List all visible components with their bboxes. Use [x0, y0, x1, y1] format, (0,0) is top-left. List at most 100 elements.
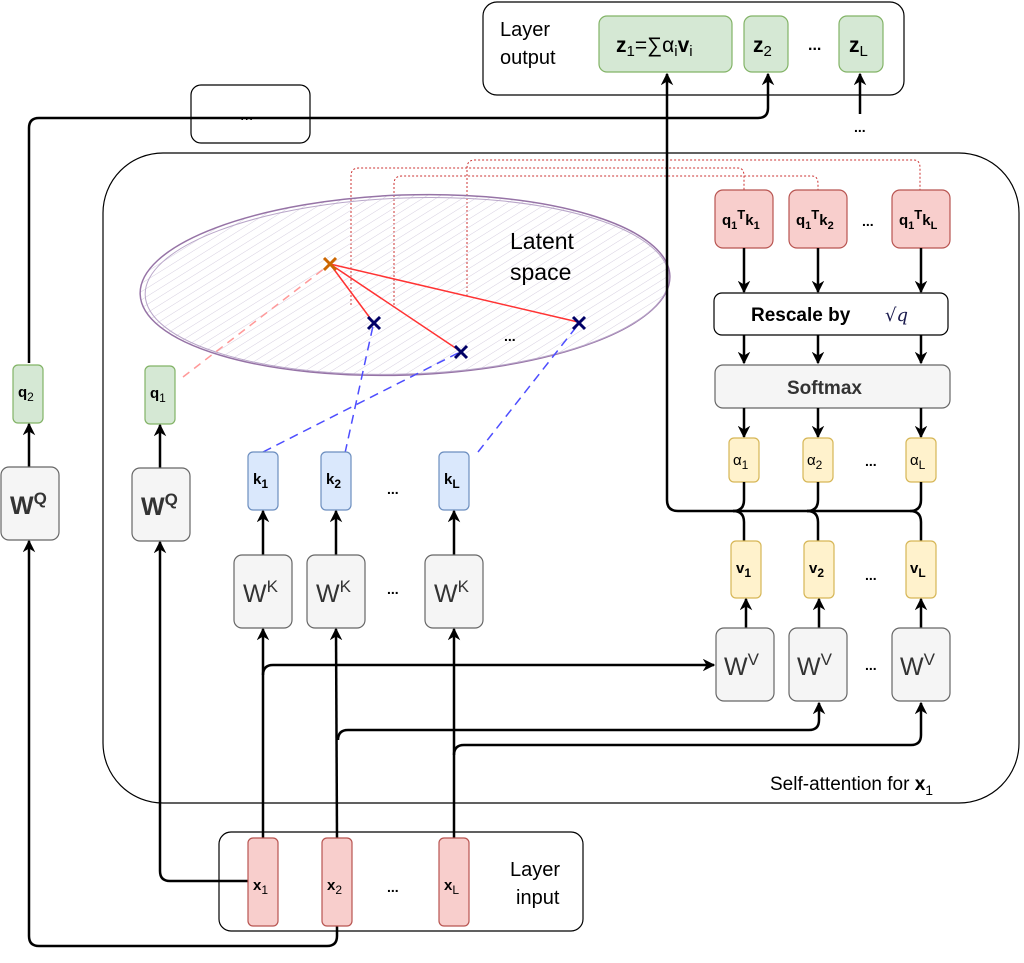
score-box-L: q1TkL	[891, 189, 951, 249]
layer-input-label: Layer	[510, 859, 560, 881]
latent-space-label-2: space	[510, 259, 571, 285]
x1-to-wq-inner-arrow	[153, 540, 250, 883]
z1-box	[598, 15, 733, 73]
svg-text:α1: α1	[733, 452, 749, 472]
score2-dotted-link	[350, 167, 745, 305]
k2-projection-dash	[344, 325, 374, 454]
weighted-sum-bus	[660, 72, 923, 513]
rescale-box	[713, 292, 949, 336]
alpha-box-L: αL	[905, 437, 937, 483]
svg-text:x1: x1	[253, 877, 268, 897]
wv-ellipsis: ...	[865, 657, 877, 673]
alphas-ellipsis: ...	[865, 453, 877, 469]
layer-output-label-2: output	[500, 47, 556, 69]
v1-join	[732, 509, 746, 541]
svg-text:WQ: WQ	[141, 490, 178, 521]
vL-join	[909, 509, 923, 541]
z2-box	[743, 15, 789, 73]
query-point-icon	[322, 256, 338, 272]
zL-label: zL	[849, 34, 868, 60]
latent-space-outline	[144, 197, 670, 375]
svg-text:WK: WK	[243, 577, 279, 608]
wk-box-L: WK	[424, 554, 484, 629]
q1-projection-dash	[182, 267, 326, 378]
z-ellipsis: ...	[808, 37, 821, 54]
z2-label: z2	[753, 34, 772, 60]
inputs-ellipsis: ...	[387, 879, 399, 895]
key-box-L: kL	[438, 451, 470, 511]
x1-to-wv1-arrow	[261, 658, 716, 676]
self-attention-caption: Self-attention for x1	[770, 774, 933, 798]
similarity-line-2	[329, 263, 461, 352]
svg-text:xL: xL	[444, 877, 459, 897]
alpha2-join	[806, 482, 820, 513]
wv-box-1: WV	[715, 627, 775, 702]
svg-text:v2: v2	[809, 560, 824, 580]
other-token-block	[190, 84, 311, 144]
x2-to-wv2-arrow	[336, 701, 826, 741]
similarity-line-1	[329, 263, 374, 323]
svg-text:WK: WK	[434, 577, 470, 608]
layer-input-label-2: input	[516, 887, 560, 909]
scoreL-dotted-link	[466, 159, 921, 296]
softmax-label: Softmax	[787, 378, 862, 399]
layer-output-label: Layer	[500, 19, 550, 41]
latent-space-label: Latent	[510, 228, 575, 254]
svg-text:q2: q2	[18, 384, 34, 404]
x2-to-wq-outer-arrow	[22, 539, 339, 948]
other-token-block-label: ...	[240, 107, 253, 124]
x2-to-wk2-arrow	[329, 627, 343, 839]
values-ellipsis: ...	[865, 567, 877, 583]
svg-text:α2: α2	[807, 452, 823, 472]
xL-to-wvL-arrow	[452, 701, 928, 756]
zL-box	[838, 15, 884, 73]
svg-text:WQ: WQ	[10, 489, 47, 520]
k1-projection-dash	[262, 352, 459, 453]
wk-ellipsis: ...	[387, 581, 399, 597]
keys-ellipsis: ...	[387, 481, 399, 497]
svg-text:q1Tk2: q1Tk2	[796, 207, 834, 232]
key-box-1: k1	[247, 451, 279, 511]
zL-input-ellipsis: ...	[854, 119, 866, 135]
svg-text:v1: v1	[736, 560, 751, 580]
svg-text:q1Tk1: q1Tk1	[722, 207, 760, 232]
svg-text:kL: kL	[444, 471, 460, 491]
wv-box-2: WV	[788, 627, 848, 702]
wk-box-1: WK	[233, 554, 293, 629]
key-box-2: k2	[320, 451, 352, 511]
alpha1-join	[732, 482, 746, 513]
input-box-1: x1	[247, 837, 279, 927]
scores-ellipsis: ...	[862, 213, 874, 229]
kL-projection-dash	[477, 325, 578, 453]
alpha-box-2: α2	[802, 437, 834, 483]
input-box-L: xL	[438, 837, 470, 927]
svg-text:vL: vL	[910, 560, 926, 580]
svg-text:WV: WV	[900, 650, 936, 681]
q2-box: q2	[12, 364, 44, 424]
wk-box-2: WK	[306, 554, 366, 629]
svg-text:WV: WV	[724, 650, 760, 681]
score-box-1: q1Tk1	[714, 189, 774, 249]
value-box-2: v2	[803, 540, 835, 599]
svg-text:αL: αL	[910, 452, 926, 472]
score-box-2: q1Tk2	[788, 189, 848, 249]
wq-box-inner: WQ	[131, 467, 191, 542]
self-attention-container	[102, 152, 1020, 804]
softmax-box	[714, 364, 951, 409]
svg-text:x2: x2	[327, 877, 342, 897]
key-point-2-icon	[453, 344, 469, 360]
svg-text:k1: k1	[253, 471, 268, 491]
svg-text:WV: WV	[797, 650, 833, 681]
similarity-line-L	[329, 263, 579, 323]
svg-text:q1TkL: q1TkL	[899, 207, 938, 232]
key-point-1-icon	[366, 315, 382, 331]
svg-text:k2: k2	[326, 471, 341, 491]
wq-box-outer: WQ	[0, 466, 60, 541]
alpha-box-1: α1	[728, 437, 760, 483]
key-point-L-icon	[571, 315, 587, 331]
v2-join	[806, 509, 820, 541]
value-box-L: vL	[905, 540, 937, 599]
svg-text:q1: q1	[150, 385, 166, 405]
rescale-math: √q	[885, 305, 908, 326]
